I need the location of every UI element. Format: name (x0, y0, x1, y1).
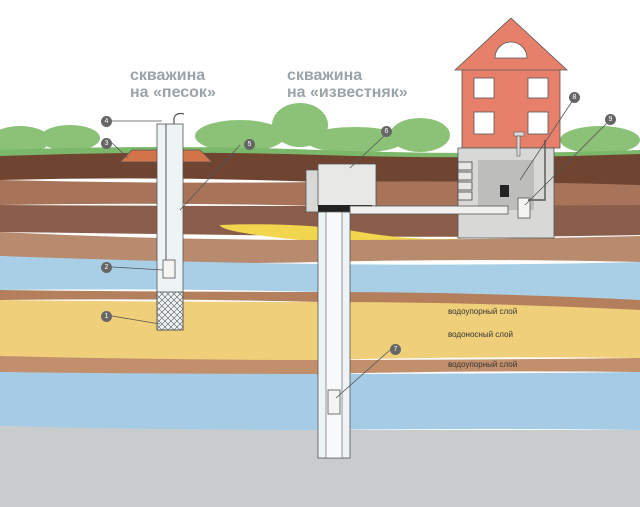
marker-4: 4 (101, 116, 112, 127)
label-aquiclude-bottom: водоупорный слой (448, 360, 518, 369)
marker-9: 9 (605, 114, 616, 125)
marker-7: 7 (390, 344, 401, 355)
title-limestone-well: скважина на «известняк» (287, 67, 408, 101)
title-sand-well: скважина на «песок» (130, 67, 216, 101)
marker-3: 3 (101, 138, 112, 149)
trees (0, 103, 640, 154)
marker-6: 6 (381, 126, 392, 137)
label-aquiclude-top: водоупорный слой (448, 307, 518, 316)
label-aquifer: водоносный слой (448, 330, 513, 339)
title-limestone-line2: на «известняк» (287, 84, 408, 101)
house (453, 17, 569, 239)
marker-8: 8 (569, 92, 580, 103)
bedrock (0, 426, 640, 507)
leader-lines (111, 96, 611, 399)
title-sand-line2: на «песок» (130, 84, 216, 101)
marker-1: 1 (101, 311, 112, 322)
title-sand-line1: скважина (130, 67, 206, 84)
marker-5: 5 (244, 139, 255, 150)
sand-well (119, 112, 213, 331)
marker-2: 2 (101, 262, 112, 273)
title-limestone-line1: скважина (287, 67, 363, 84)
